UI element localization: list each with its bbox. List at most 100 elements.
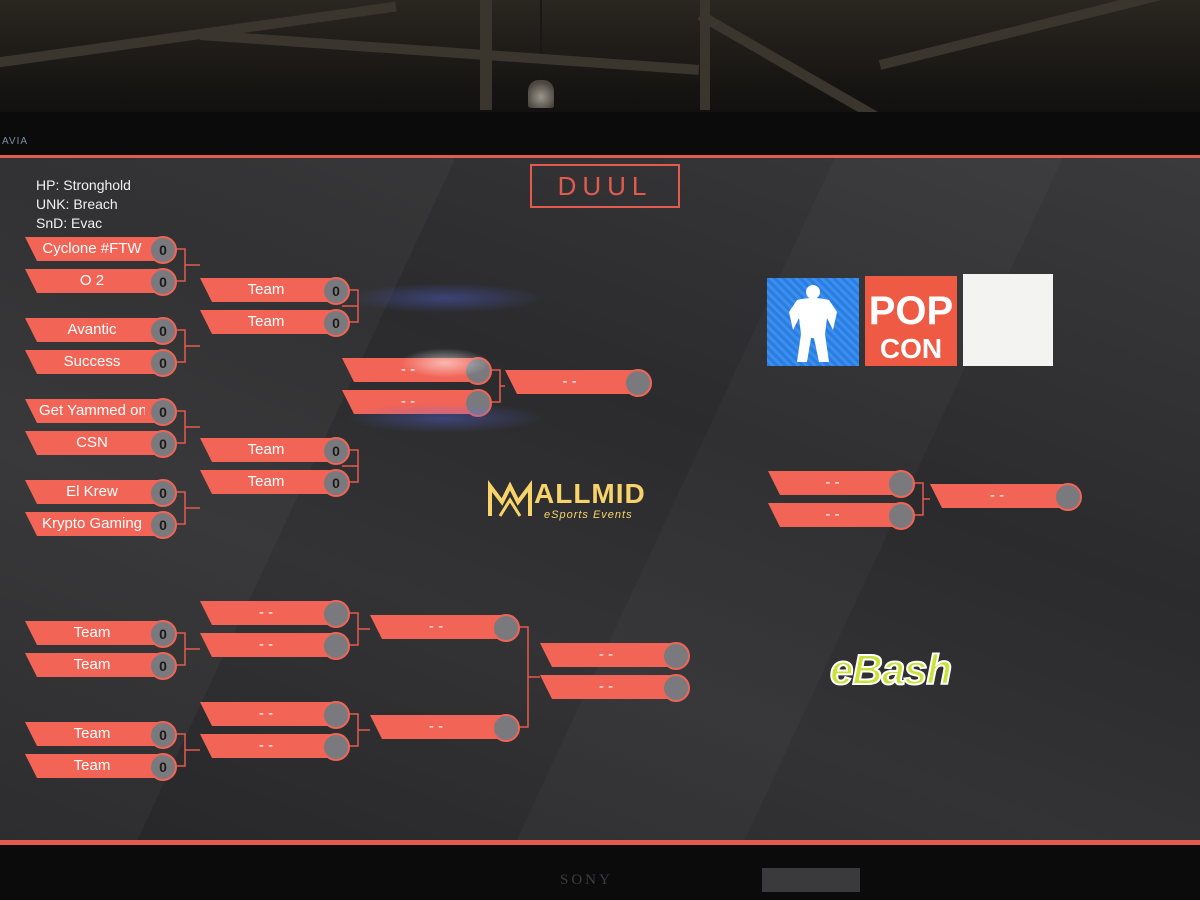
score-badge <box>464 357 492 385</box>
bracket-slot-lower-round2: - - <box>200 733 350 761</box>
ceiling-lamp <box>528 80 554 108</box>
lamp-cord <box>540 0 542 82</box>
bracket-connector-lines <box>175 248 930 767</box>
team-name: - - <box>258 737 274 754</box>
bracket-connector <box>342 449 359 483</box>
team-name: Team <box>247 313 285 330</box>
score-badge: 0 <box>322 469 350 497</box>
score-badge: 0 <box>149 721 177 749</box>
score-badge <box>1054 483 1082 511</box>
tournament-screen: DUUL HP: Stronghold UNK: Breach SnD: Eva… <box>0 155 1200 845</box>
team-name: - - <box>598 678 614 695</box>
score-badge <box>662 674 690 702</box>
popcon-top-text: POP <box>869 289 953 333</box>
score-badge <box>322 632 350 660</box>
tv-brand-left: AVIA <box>2 136 29 147</box>
bracket-connector <box>175 248 200 282</box>
slot-bar <box>25 318 161 342</box>
score-badge: 0 <box>149 511 177 539</box>
ebash-logo: eBash <box>829 645 953 694</box>
bracket-connector <box>175 329 200 363</box>
bracket-connector <box>348 612 370 646</box>
score-badge: 0 <box>149 317 177 345</box>
bracket-connector <box>175 491 200 525</box>
team-name: - - <box>825 506 840 523</box>
mode-uplink: UNK: Breach <box>36 196 118 212</box>
bracket-connector <box>175 410 200 444</box>
slot-bar <box>25 269 161 293</box>
score-badge <box>887 470 915 498</box>
score-badge <box>322 733 350 761</box>
bracket-slot-round2: Team 0 <box>200 469 350 497</box>
mode-search-destroy: SnD: Evac <box>36 215 103 231</box>
slot-bar <box>200 278 334 302</box>
team-name: - - <box>258 604 274 621</box>
team-name: Team <box>73 725 111 742</box>
score-badge <box>662 642 690 670</box>
slot-bar <box>200 702 334 726</box>
slot-bar <box>25 621 161 645</box>
mode-hardpoint: HP: Stronghold <box>36 177 131 193</box>
blank-sponsor-panel <box>963 274 1053 366</box>
team-name: - - <box>428 718 444 735</box>
score-badge: 0 <box>322 437 350 465</box>
bracket-connector <box>518 626 540 728</box>
slot-bar <box>768 471 899 495</box>
slot-bar <box>505 370 636 394</box>
bracket-connector <box>175 632 200 666</box>
slot-bar <box>200 310 334 334</box>
slot-bar <box>342 390 476 414</box>
slot-bar <box>25 653 161 677</box>
strongman-icon <box>789 285 837 362</box>
popcon-bottom-text: CON <box>880 333 942 364</box>
allmid-mark-icon <box>488 480 532 517</box>
slot-bar <box>540 675 674 699</box>
slot-bar <box>200 601 334 625</box>
bracket-slot-lower-round4: - - <box>540 642 690 670</box>
bracket-slot-grand-final: - - <box>768 470 915 498</box>
score-badge: 0 <box>149 349 177 377</box>
bracket-slot-final-upper: - - <box>505 369 652 397</box>
team-name: Team <box>247 281 285 298</box>
bracket-slot-round1: Avantic 0 <box>25 317 177 345</box>
team-name: - - <box>598 646 614 663</box>
team-name: - - <box>258 705 274 722</box>
score-badge: 0 <box>149 398 177 426</box>
team-name: Success <box>63 353 121 370</box>
team-name: - - <box>989 487 1005 504</box>
ceiling-beam <box>199 30 700 75</box>
ceiling-beam <box>878 0 1200 70</box>
score-badge <box>492 614 520 642</box>
tv-brand-label: SONY <box>560 872 613 888</box>
bracket-slot-lower-round4: - - <box>540 674 690 702</box>
bracket-slot-champion: - - <box>930 483 1082 511</box>
hero-sponsor-logo <box>767 278 859 366</box>
bracket-connector <box>175 733 200 767</box>
team-name: Cyclone #FTW <box>42 240 142 257</box>
score-badge <box>464 389 492 417</box>
ceiling-beam <box>0 1 397 70</box>
bracket-slot-lower-round3: - - <box>370 714 520 742</box>
ceiling-pillar <box>700 0 710 110</box>
slot-bar <box>25 350 161 374</box>
bracket-slot-lower-round2: - - <box>200 600 350 628</box>
team-name: Team <box>247 473 285 490</box>
bracket-slot-lower-round2: - - <box>200 632 350 660</box>
slot-bar <box>200 734 334 758</box>
slot-bar <box>25 480 161 504</box>
team-name: Team <box>73 624 111 641</box>
team-name: Team <box>73 757 111 774</box>
duul-logo: DUUL <box>530 164 680 208</box>
team-name: Team <box>73 656 111 673</box>
team-name: Avantic <box>67 321 117 338</box>
score-badge: 0 <box>149 753 177 781</box>
